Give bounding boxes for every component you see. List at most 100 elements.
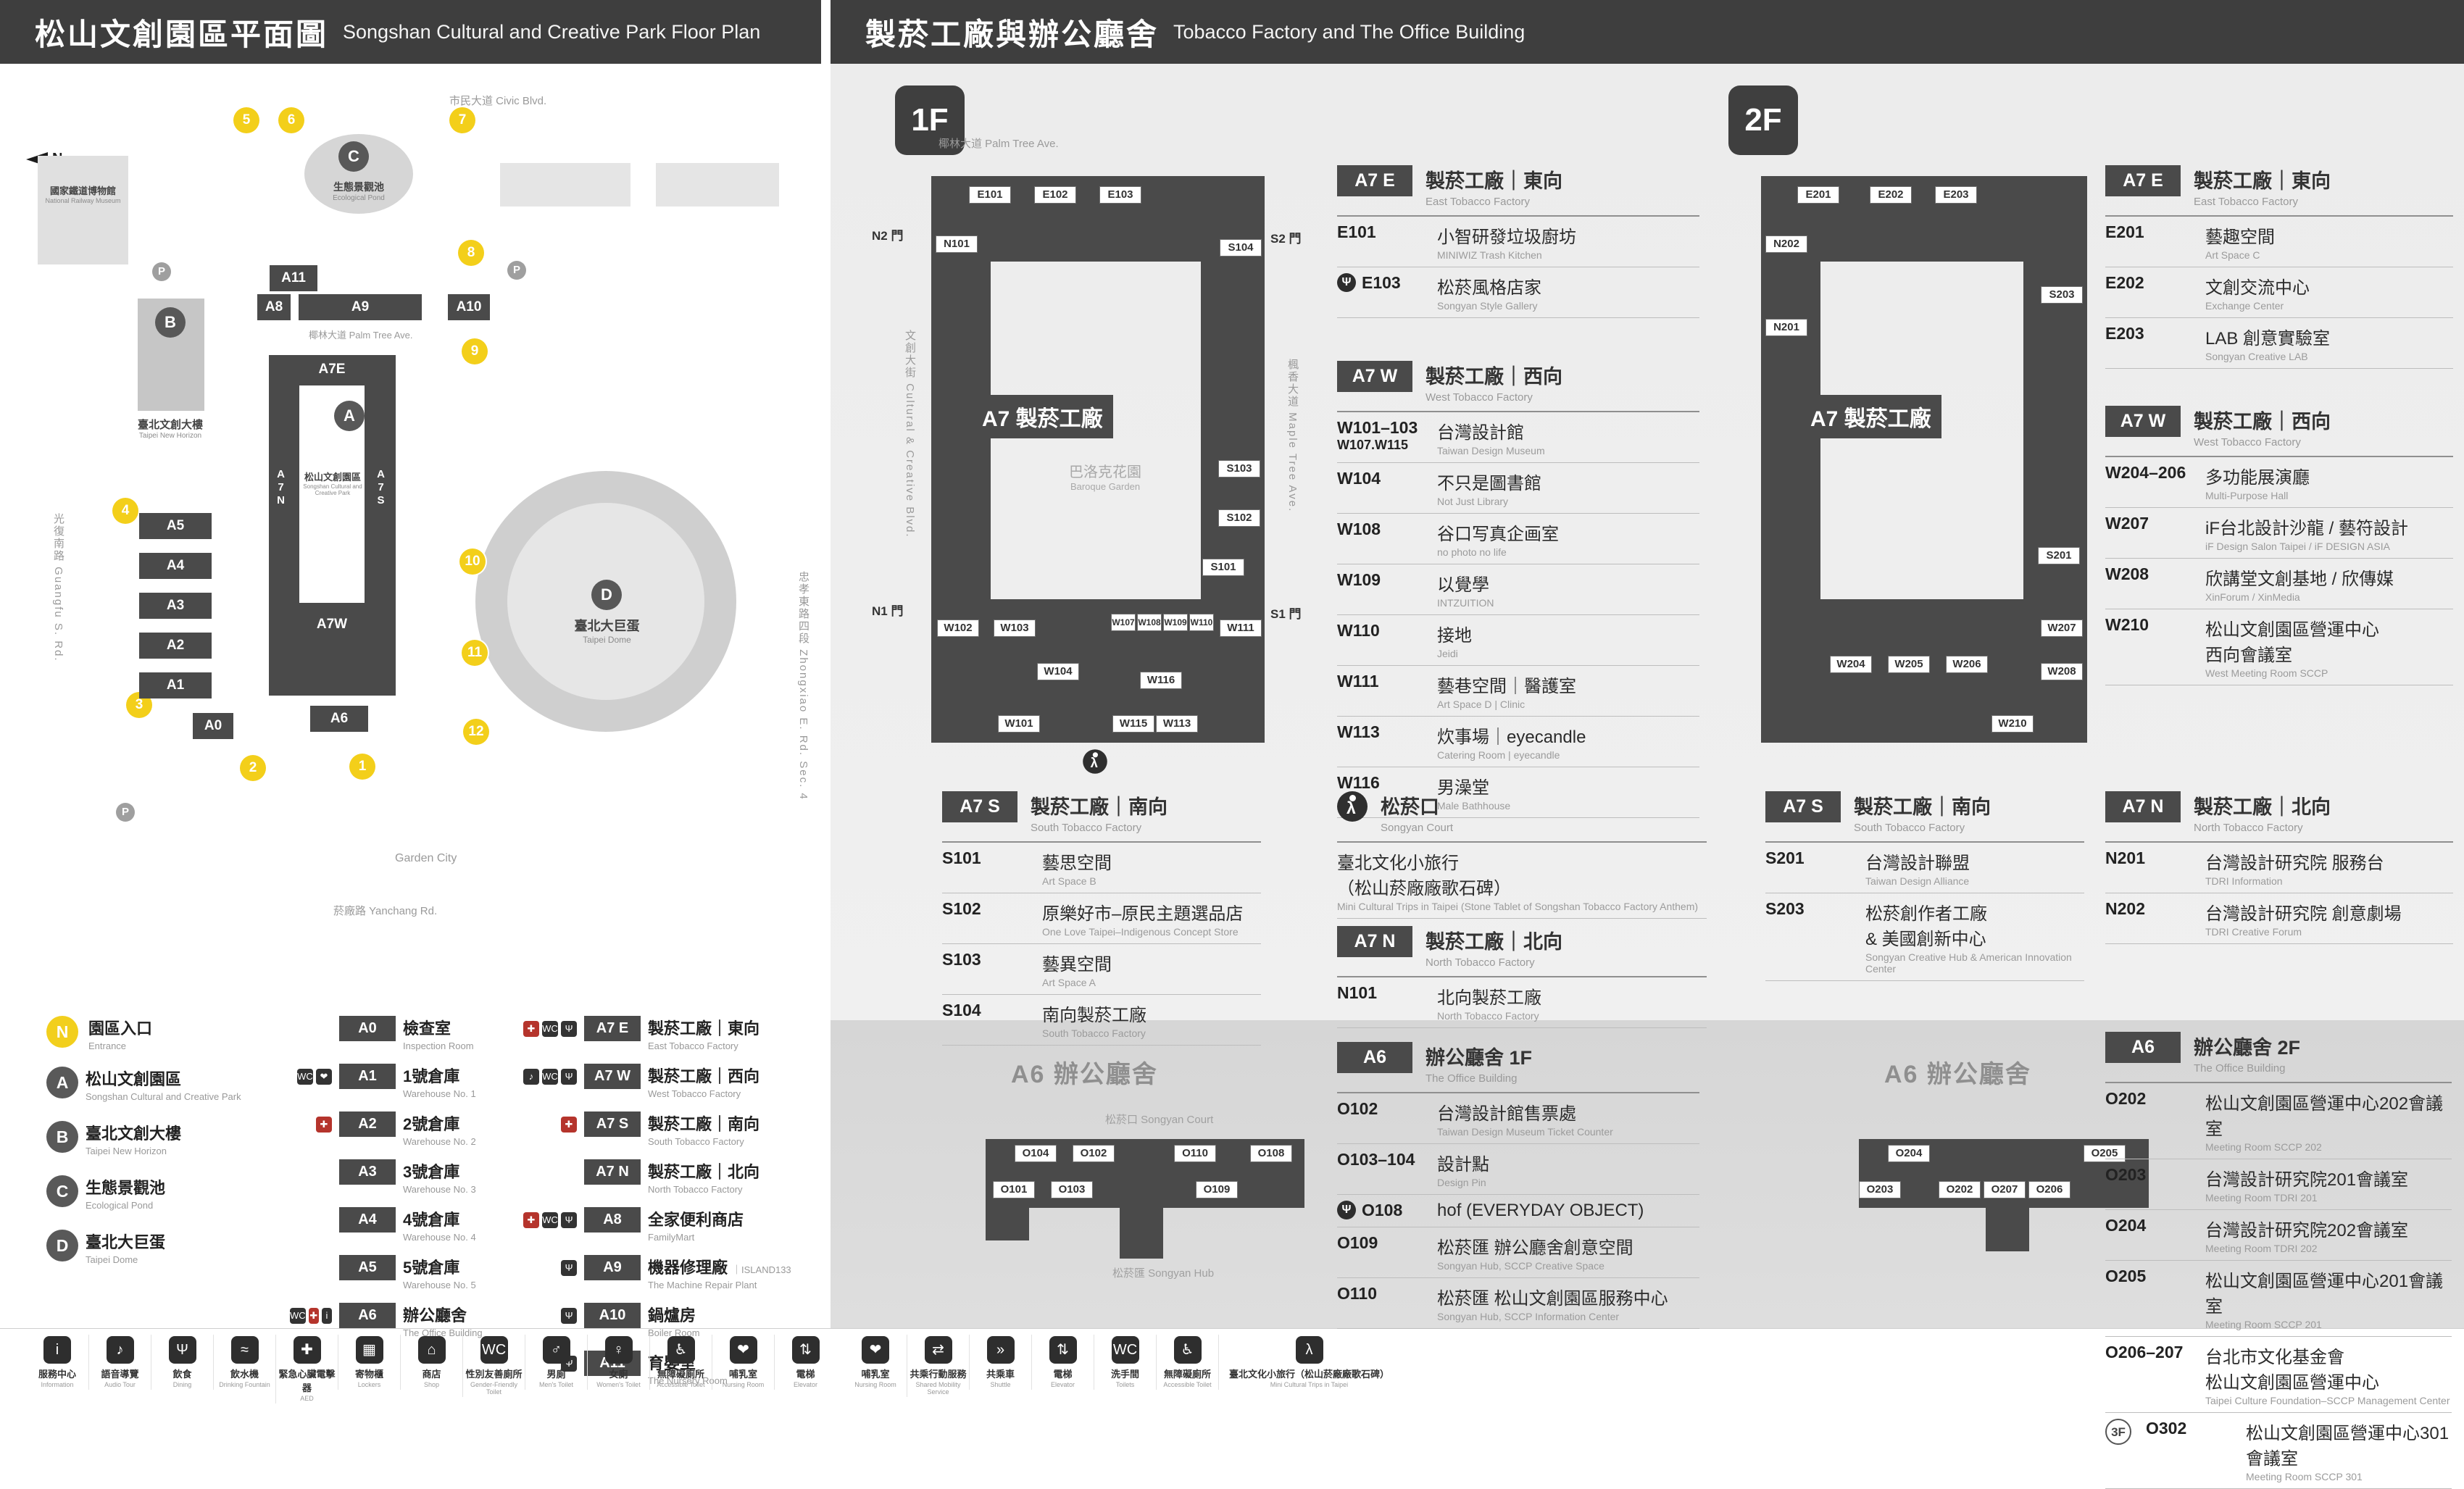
room-name-zh: 松山文創園區營運中心301會議室 (2246, 1424, 2450, 1469)
room-name-zh: 台灣設計研究院201會議室 (2205, 1170, 2409, 1190)
dome-label: 臺北大巨蛋 Taipei Dome (574, 619, 640, 645)
room-name-en: Meeting Room TDRI 202 (2205, 1243, 2318, 1254)
toilets-icon: WC (1111, 1336, 1139, 1364)
legend-nursing-icon: ❤ (316, 1069, 332, 1085)
entrance-10: 10 (459, 549, 486, 575)
room-code: E201 (2105, 222, 2144, 241)
legend-building-zh: 3號倉庫 (403, 1163, 460, 1181)
area-badge-d: D (46, 1230, 78, 1261)
section-title-en: East Tobacco Factory (1425, 196, 1530, 208)
footer-label-zh: 無障礙廁所 (1163, 1369, 1211, 1380)
legend-building-en: Warehouse No. 3 (403, 1184, 476, 1195)
elevator-icon: ⇅ (1049, 1336, 1077, 1364)
room-code: W113 (1337, 722, 1380, 741)
section-title-zh: 辦公廳舍 2F (2194, 1037, 2301, 1059)
legend-info-icon: i (321, 1308, 332, 1324)
map-building-a10: A10 (448, 294, 490, 320)
section-items: 臺北文化小旅行（松山菸廠廠歌石碑）Mini Cultural Trips in … (1337, 843, 1707, 919)
elevator-icon: ⇅ (791, 1336, 820, 1364)
room-name-zh: 台灣設計館售票處 (1437, 1104, 1576, 1124)
section-title-zh: 製菸工廠｜西向 (1425, 366, 1562, 388)
footer-label-zh: 語音導覽 (101, 1369, 139, 1380)
songyan-court-walk-icon (1083, 749, 1107, 774)
entrance-6: 6 (278, 107, 304, 133)
room-name-en: MINIWIZ Trash Kitchen (1437, 249, 1542, 261)
room-name-en: Male Bathhouse (1437, 800, 1511, 812)
room-name-zh: 松菸匯 松山文創園區服務中心 (1437, 1289, 1668, 1309)
street-yanchang: 菸廠路 Yanchang Rd. (333, 905, 438, 917)
room-name-zh2: & 美國創新中心 (1865, 930, 1986, 949)
room-name-en: West Meeting Room SCCP (2205, 667, 2328, 679)
street-zhongxiao: 忠孝東路四段 Zhongxiao E. Rd. Sec. 4 (797, 571, 809, 801)
section-code: A7 E (2105, 165, 2181, 196)
map-badge-b: B (155, 307, 186, 338)
room-name-zh2: 西向會議室 (2205, 646, 2292, 665)
entrance-9: 9 (462, 338, 488, 364)
room-name-zh2: 松山文創園區營運中心 (2205, 1373, 2379, 1393)
room-name-en: Catering Room | eyecandle (1437, 749, 1560, 761)
room-name-zh2: （松山菸廠廠歌石碑） (1337, 879, 1511, 898)
room-name-zh: 台灣設計研究院202會議室 (2205, 1221, 2409, 1240)
legend-code: A7 E (584, 1016, 641, 1041)
nursing-icon: ❤ (862, 1336, 889, 1364)
map-badge-c: C (338, 141, 369, 172)
legend-building-note: ｜ISLAND133 (732, 1264, 791, 1275)
map-building-a7s: A7S (371, 461, 391, 514)
room-name-en: Art Space B (1042, 875, 1096, 887)
footer-label-zh: 共乘行動服務 (910, 1369, 967, 1380)
legend-area-en: Songshan Cultural and Creative Park (86, 1091, 241, 1102)
legend-building-zh: 製菸工廠｜南向 (648, 1115, 760, 1133)
legend-code: A0 (339, 1016, 396, 1041)
room-name-zh: 台灣設計館 (1437, 423, 1524, 443)
room-name-en: Meeting Room TDRI 201 (2205, 1192, 2318, 1204)
aed-icon: ✚ (293, 1336, 321, 1364)
legend-code: A7 S (584, 1111, 641, 1137)
footer-label-en: Drinking Fountain (219, 1381, 270, 1388)
room-name-en: iF Design Salon Taipei / iF DESIGN ASIA (2205, 541, 2390, 552)
room-w204: W204 (1830, 656, 1872, 673)
accessible-icon: ♿ (1173, 1336, 1202, 1364)
room-code: W208 (2105, 564, 2149, 583)
legend-area-zh: 生態景觀池 (86, 1179, 166, 1197)
legend-building-zh: 機器修理廠｜ISLAND133 (648, 1259, 791, 1277)
footer-label-zh: 哺乳室 (728, 1369, 757, 1380)
footer-label-en: Women's Toilet (596, 1381, 641, 1388)
room-code: O110 (1337, 1284, 1377, 1303)
room-name-zh: 藝趣空間 (2205, 228, 2275, 247)
plan2f-building-title: A7 製菸工廠 (1800, 395, 1941, 438)
floor-1f-plan: 椰林大道 Palm Tree Ave. 文創大街 Cultural & Crea… (872, 138, 1302, 774)
a6-1f-plan-title: A6 辦公廳舍 (1011, 1061, 1158, 1088)
area-badge-b: B (46, 1121, 78, 1153)
room-o202: O202 (1939, 1181, 1981, 1198)
room-name-zh: 台灣設計研究院 創意劇場 (2205, 904, 2402, 924)
room-code: W104 (1337, 469, 1381, 488)
room-name-en: Jeidi (1437, 648, 1458, 659)
left-header-title-zh: 松山文創園區平面圖 (35, 17, 329, 51)
footer-label-en: Nursing Room (722, 1381, 765, 1388)
map-building-a4: A4 (139, 553, 212, 579)
section-title-zh: 製菸工廠｜北向 (2194, 796, 2331, 818)
legend-area-zh: 臺北大巨蛋 (86, 1233, 166, 1251)
map-badge-a: A (334, 401, 365, 431)
legend-building-en: Warehouse No. 2 (403, 1136, 476, 1147)
section-title-en: The Office Building (2194, 1062, 2286, 1075)
legend-building-zh: 4號倉庫 (403, 1211, 460, 1229)
audio-icon: ♪ (106, 1336, 134, 1364)
room-name-en: Not Just Library (1437, 496, 1509, 507)
room-name-en: Meeting Room SCCP 301 (2246, 1471, 2363, 1482)
park-center-label: 松山文創園區 Songshan Cultural and Creative Pa… (303, 472, 362, 496)
